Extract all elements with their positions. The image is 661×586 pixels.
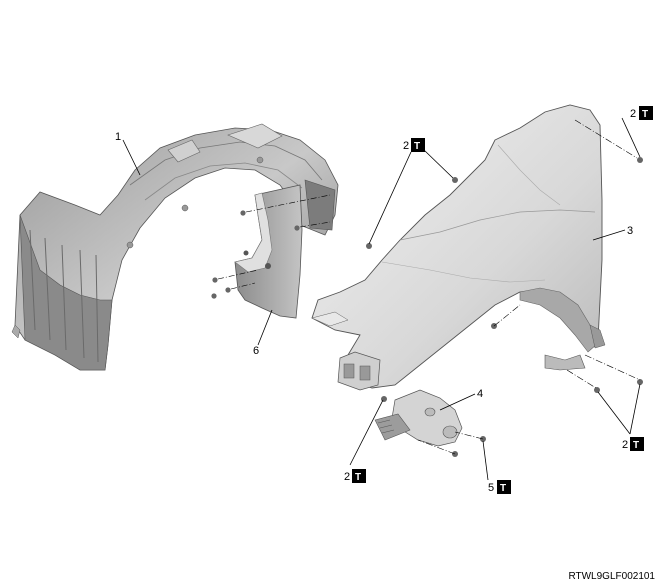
- torque-icon-bottom-left: [352, 469, 366, 483]
- callout-5: 5: [488, 482, 494, 494]
- mud-flap: [234, 184, 303, 319]
- fender-bracket: [374, 389, 463, 447]
- torque-symbol-callout-5: T: [500, 483, 506, 494]
- wheelhouse-liner: [11, 123, 339, 371]
- torque-icon-callout-5: [497, 480, 511, 494]
- torque-icon-top-center: [411, 138, 425, 152]
- callout-2-bottom-left: 2: [344, 471, 350, 483]
- callout-labels: 1 2 T 2 T 3 4 5 T 6 2 T 2 T: [115, 106, 653, 494]
- torque-symbol-bottom-left: T: [355, 472, 361, 483]
- callout-2-top-center: 2: [403, 140, 409, 152]
- torque-icon-top-right: [639, 106, 653, 120]
- callout-2-top-right: 2: [630, 108, 636, 120]
- callout-3: 3: [627, 225, 633, 237]
- fender-lower-mount: [337, 351, 381, 391]
- torque-symbol-top-center: T: [414, 141, 420, 152]
- figure-code: RTWL9GLF002101: [568, 571, 655, 582]
- front-fender: [311, 104, 606, 389]
- callout-6: 6: [253, 345, 259, 357]
- callout-1: 1: [115, 131, 121, 143]
- flap-bolts: [211, 194, 331, 299]
- callout-4: 4: [477, 388, 483, 400]
- torque-icon-bottom-right: [630, 437, 644, 451]
- torque-symbol-bottom-right: T: [633, 440, 639, 451]
- callout-2-bottom-right: 2: [622, 439, 628, 451]
- torque-symbol-top-right: T: [642, 109, 648, 120]
- alignment-lines: [417, 119, 641, 455]
- leader-lines: [122, 117, 641, 481]
